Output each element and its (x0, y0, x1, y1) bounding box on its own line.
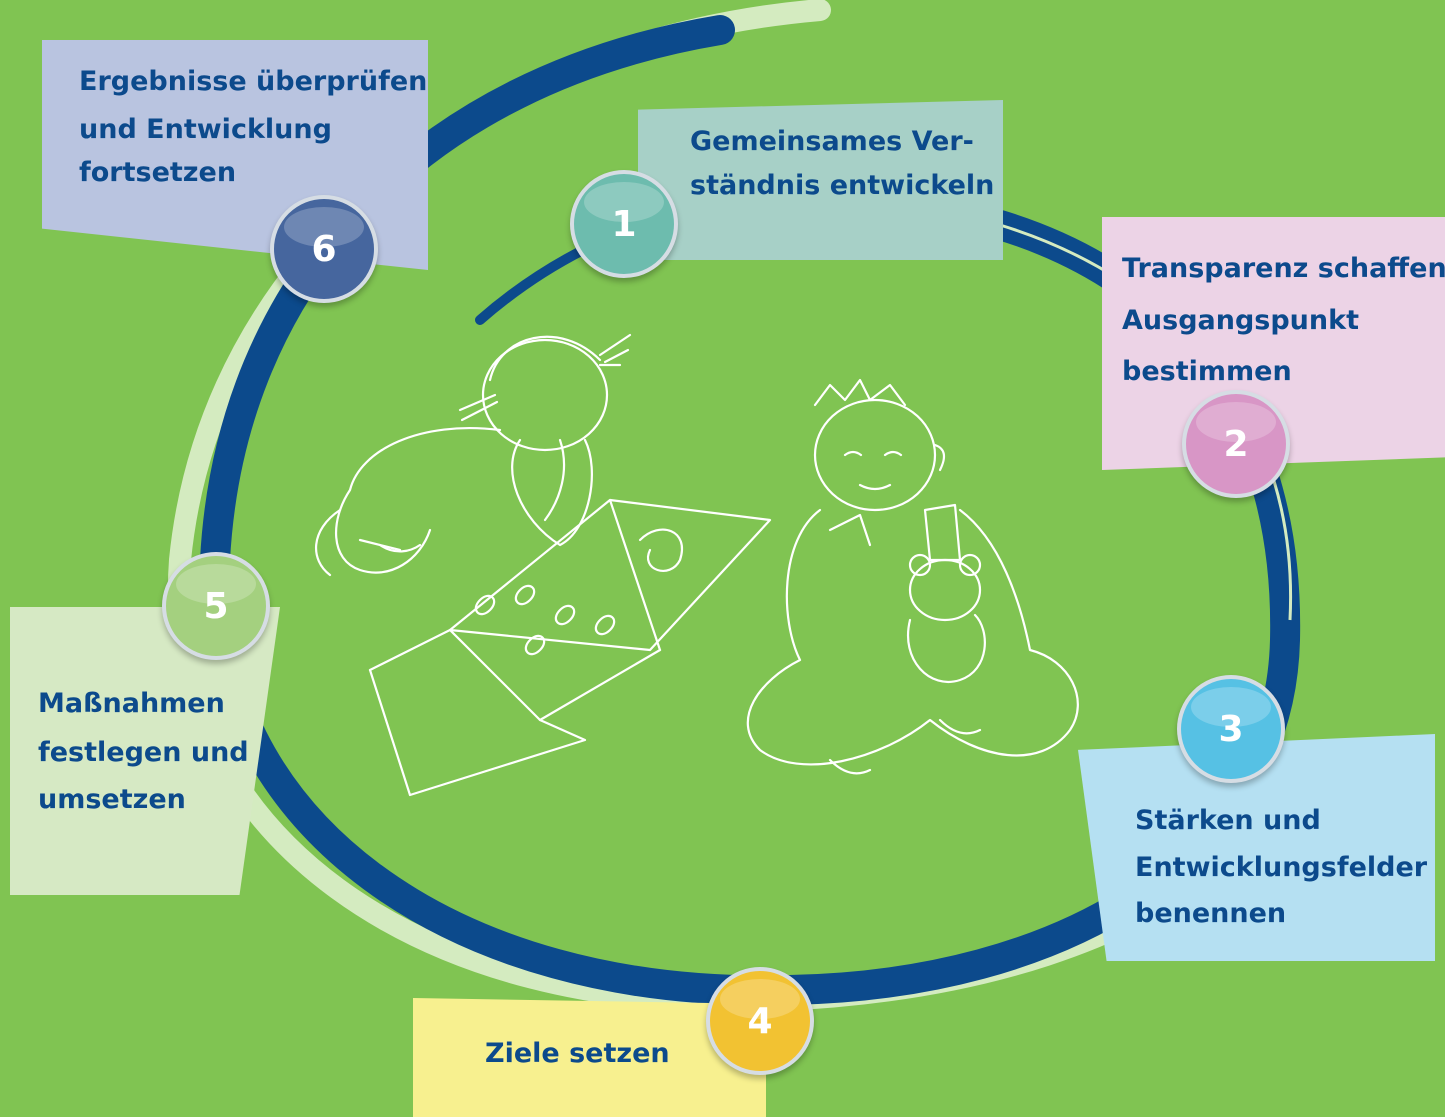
step-4-number: 4 (747, 1000, 773, 1042)
step-4-badge: 4 (706, 967, 814, 1075)
step-6-badge: 6 (270, 195, 378, 303)
step-1-number: 1 (611, 203, 637, 245)
girl-reading-drawing (315, 333, 772, 797)
step-1-card: Gemeinsames Ver- ständnis entwickeln (638, 100, 1003, 260)
step-2-line-3: bestimmen (1122, 356, 1292, 387)
step-5-number: 5 (203, 585, 229, 627)
step-2-badge: 2 (1182, 390, 1290, 498)
step-6-line-3: fortsetzen (79, 157, 237, 188)
step-2-number: 2 (1223, 423, 1249, 465)
step-1-line-1: Gemeinsames Ver- (690, 126, 974, 157)
step-4-card: Ziele setzen (413, 998, 766, 1117)
step-5-card: Maßnahmen festlegen und umsetzen (10, 607, 280, 895)
step-3-number: 3 (1218, 708, 1244, 750)
step-3-line-3: benennen (1135, 898, 1287, 929)
step-5-line-2: festlegen und (38, 737, 249, 768)
step-6-line-1: Ergebnisse überprüfen (79, 66, 428, 97)
step-3-line-1: Stärken und (1135, 805, 1321, 836)
step-2-line-1: Transparenz schaffen, (1122, 253, 1445, 284)
step-6-number: 6 (311, 228, 337, 270)
step-5-line-1: Maßnahmen (38, 688, 225, 719)
step-6-line-2: und Entwicklung (79, 114, 332, 145)
step-1-line-2: ständnis entwickeln (690, 170, 995, 201)
step-5-badge: 5 (162, 552, 270, 660)
step-3-badge: 3 (1177, 675, 1285, 783)
boy-with-teddy-drawing (746, 378, 1079, 775)
step-3-line-2: Entwicklungsfelder (1135, 852, 1428, 883)
step-4-line-1: Ziele setzen (485, 1038, 670, 1069)
step-1-badge: 1 (570, 170, 678, 278)
step-2-line-2: Ausgangspunkt (1122, 305, 1359, 336)
step-5-line-3: umsetzen (38, 784, 186, 815)
